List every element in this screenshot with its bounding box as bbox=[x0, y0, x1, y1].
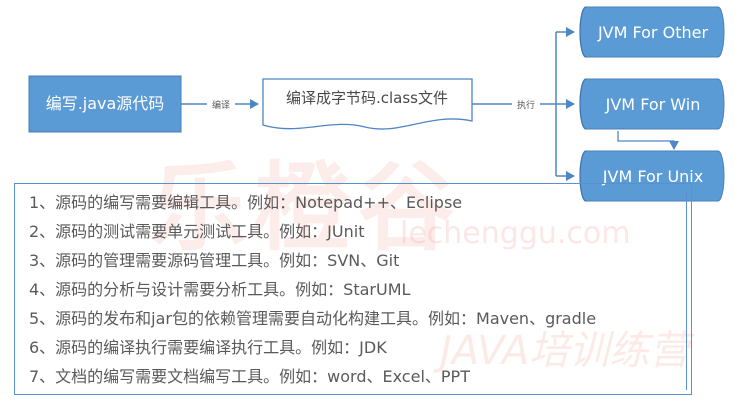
list-item: 1、源码的编写需要编辑工具。例如：Notepad++、Eclipse bbox=[29, 193, 463, 212]
execute-edge: 执行 bbox=[472, 27, 679, 181]
jvm-other-label: JVM For Other bbox=[597, 23, 708, 42]
jvm-unix-node: JVM For Unix bbox=[579, 150, 725, 202]
source-code-node: 编写.java源代码 bbox=[28, 75, 182, 133]
list-item: 7、文档的编写需要文档编写工具。例如：word、Excel、PPT bbox=[29, 367, 470, 386]
tools-list: 1、源码的编写需要编辑工具。例如：Notepad++、Eclipse 2、源码的… bbox=[29, 188, 596, 391]
arrow-win-to-unix bbox=[617, 131, 679, 150]
jvm-win-node: JVM For Win bbox=[579, 78, 725, 130]
list-item: 2、源码的测试需要单元测试工具。例如：JUnit bbox=[29, 222, 365, 241]
list-item: 6、源码的编译执行需要编译执行工具。例如：JDK bbox=[29, 338, 387, 357]
list-item: 5、源码的发布和jar包的依赖管理需要自动化构建工具。例如：Maven、grad… bbox=[29, 309, 597, 328]
bytecode-document-node: 编译成字节码.class文件 bbox=[262, 78, 473, 130]
list-item: 3、源码的管理需要源码管理工具。例如：SVN、Git bbox=[29, 251, 400, 270]
list-item: 4、源码的分析与设计需要分析工具。例如：StarUML bbox=[29, 280, 411, 299]
bytecode-label: 编译成字节码.class文件 bbox=[286, 89, 448, 107]
jvm-other-node: JVM For Other bbox=[579, 6, 725, 58]
compile-label: 编译 bbox=[212, 99, 230, 111]
source-code-label: 编写.java源代码 bbox=[46, 94, 165, 113]
jvm-win-label: JVM For Win bbox=[605, 95, 701, 114]
execute-label: 执行 bbox=[517, 99, 535, 111]
compile-edge: 编译 bbox=[181, 97, 259, 111]
tools-list-box: 1、源码的编写需要编辑工具。例如：Notepad++、Eclipse 2、源码的… bbox=[14, 183, 692, 395]
jvm-unix-label: JVM For Unix bbox=[602, 167, 703, 186]
